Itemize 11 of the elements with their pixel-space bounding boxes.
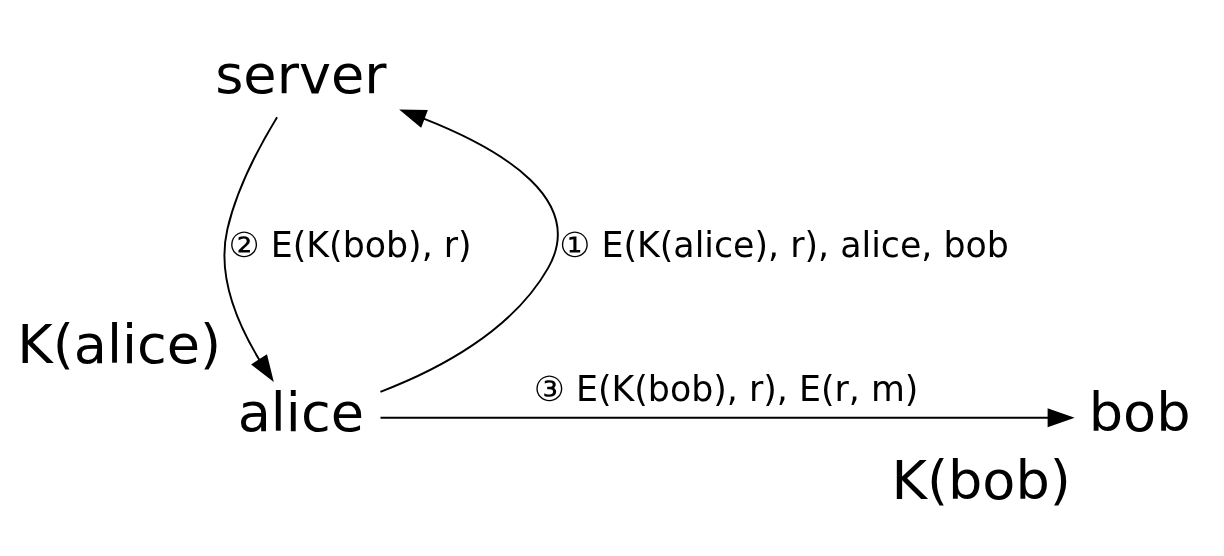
arrow — [379, 407, 1075, 427]
edge-label: ① E(K(alice), r), alice, bob — [559, 224, 1009, 265]
node-text: bob — [1088, 380, 1191, 444]
edge-label: ③ E(K(bob), r), E(r, m) — [533, 368, 919, 409]
arrow — [379, 108, 559, 393]
node-text: server — [215, 42, 387, 106]
node-text: alice — [237, 380, 364, 444]
node-label: K(bob) — [891, 448, 1071, 512]
edge-label: ② E(K(bob), r) — [228, 224, 472, 265]
node-label: K(alice) — [17, 312, 222, 376]
arrow — [223, 115, 279, 382]
